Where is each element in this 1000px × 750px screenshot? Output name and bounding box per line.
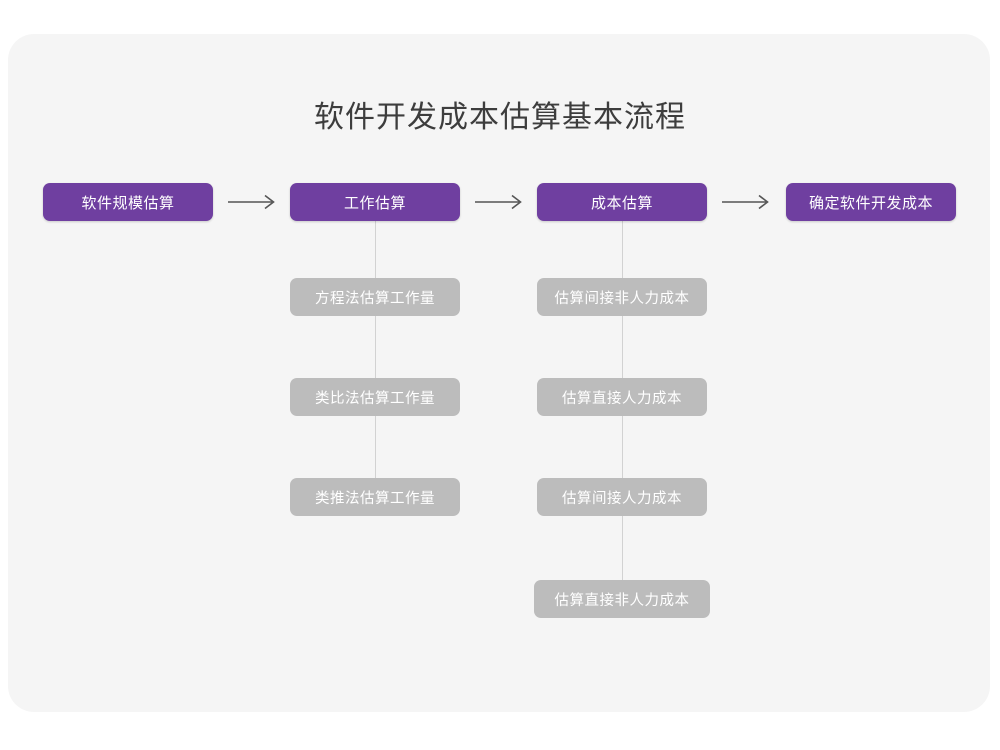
node-work-estimation[interactable]: 工作估算 xyxy=(290,183,460,221)
node-indirect-nonlabor-cost[interactable]: 估算间接非人力成本 xyxy=(537,278,707,316)
node-determine-dev-cost[interactable]: 确定软件开发成本 xyxy=(786,183,956,221)
connector-line-work-1 xyxy=(375,220,376,298)
node-label: 工作估算 xyxy=(343,194,406,212)
node-label: 估算间接人力成本 xyxy=(562,490,682,507)
node-direct-labor-cost[interactable]: 估算直接人力成本 xyxy=(537,378,707,416)
connector-line-work-2 xyxy=(375,316,376,378)
node-label: 软件规模估算 xyxy=(81,194,175,212)
node-label: 确定软件开发成本 xyxy=(808,194,933,212)
connector-line-cost-3 xyxy=(622,416,623,478)
node-direct-nonlabor-cost[interactable]: 估算直接非人力成本 xyxy=(534,580,710,618)
diagram-card xyxy=(8,34,990,712)
node-label: 估算直接人力成本 xyxy=(562,390,682,407)
connector-line-cost-2 xyxy=(622,316,623,378)
node-indirect-labor-cost[interactable]: 估算间接人力成本 xyxy=(537,478,707,516)
node-cost-estimation[interactable]: 成本估算 xyxy=(537,183,707,221)
node-equation-method-workload[interactable]: 方程法估算工作量 xyxy=(290,278,460,316)
node-label: 估算直接非人力成本 xyxy=(554,592,690,609)
node-label: 方程法估算工作量 xyxy=(315,290,435,307)
node-label: 估算间接非人力成本 xyxy=(554,290,690,307)
arrow-right-icon-3 xyxy=(720,192,776,212)
node-label: 类比法估算工作量 xyxy=(315,390,435,407)
connector-line-cost-4 xyxy=(622,516,623,580)
page-title: 软件开发成本估算基本流程 xyxy=(314,101,686,134)
node-software-size-estimation[interactable]: 软件规模估算 xyxy=(43,183,213,221)
node-label: 类推法估算工作量 xyxy=(315,490,435,507)
connector-line-cost-1 xyxy=(622,220,623,278)
arrow-right-icon-1 xyxy=(226,192,282,212)
node-analogy-method-workload[interactable]: 类比法估算工作量 xyxy=(290,378,460,416)
connector-line-work-3 xyxy=(375,416,376,478)
node-inference-method-workload[interactable]: 类推法估算工作量 xyxy=(290,478,460,516)
node-label: 成本估算 xyxy=(590,194,653,212)
arrow-right-icon-2 xyxy=(473,192,529,212)
